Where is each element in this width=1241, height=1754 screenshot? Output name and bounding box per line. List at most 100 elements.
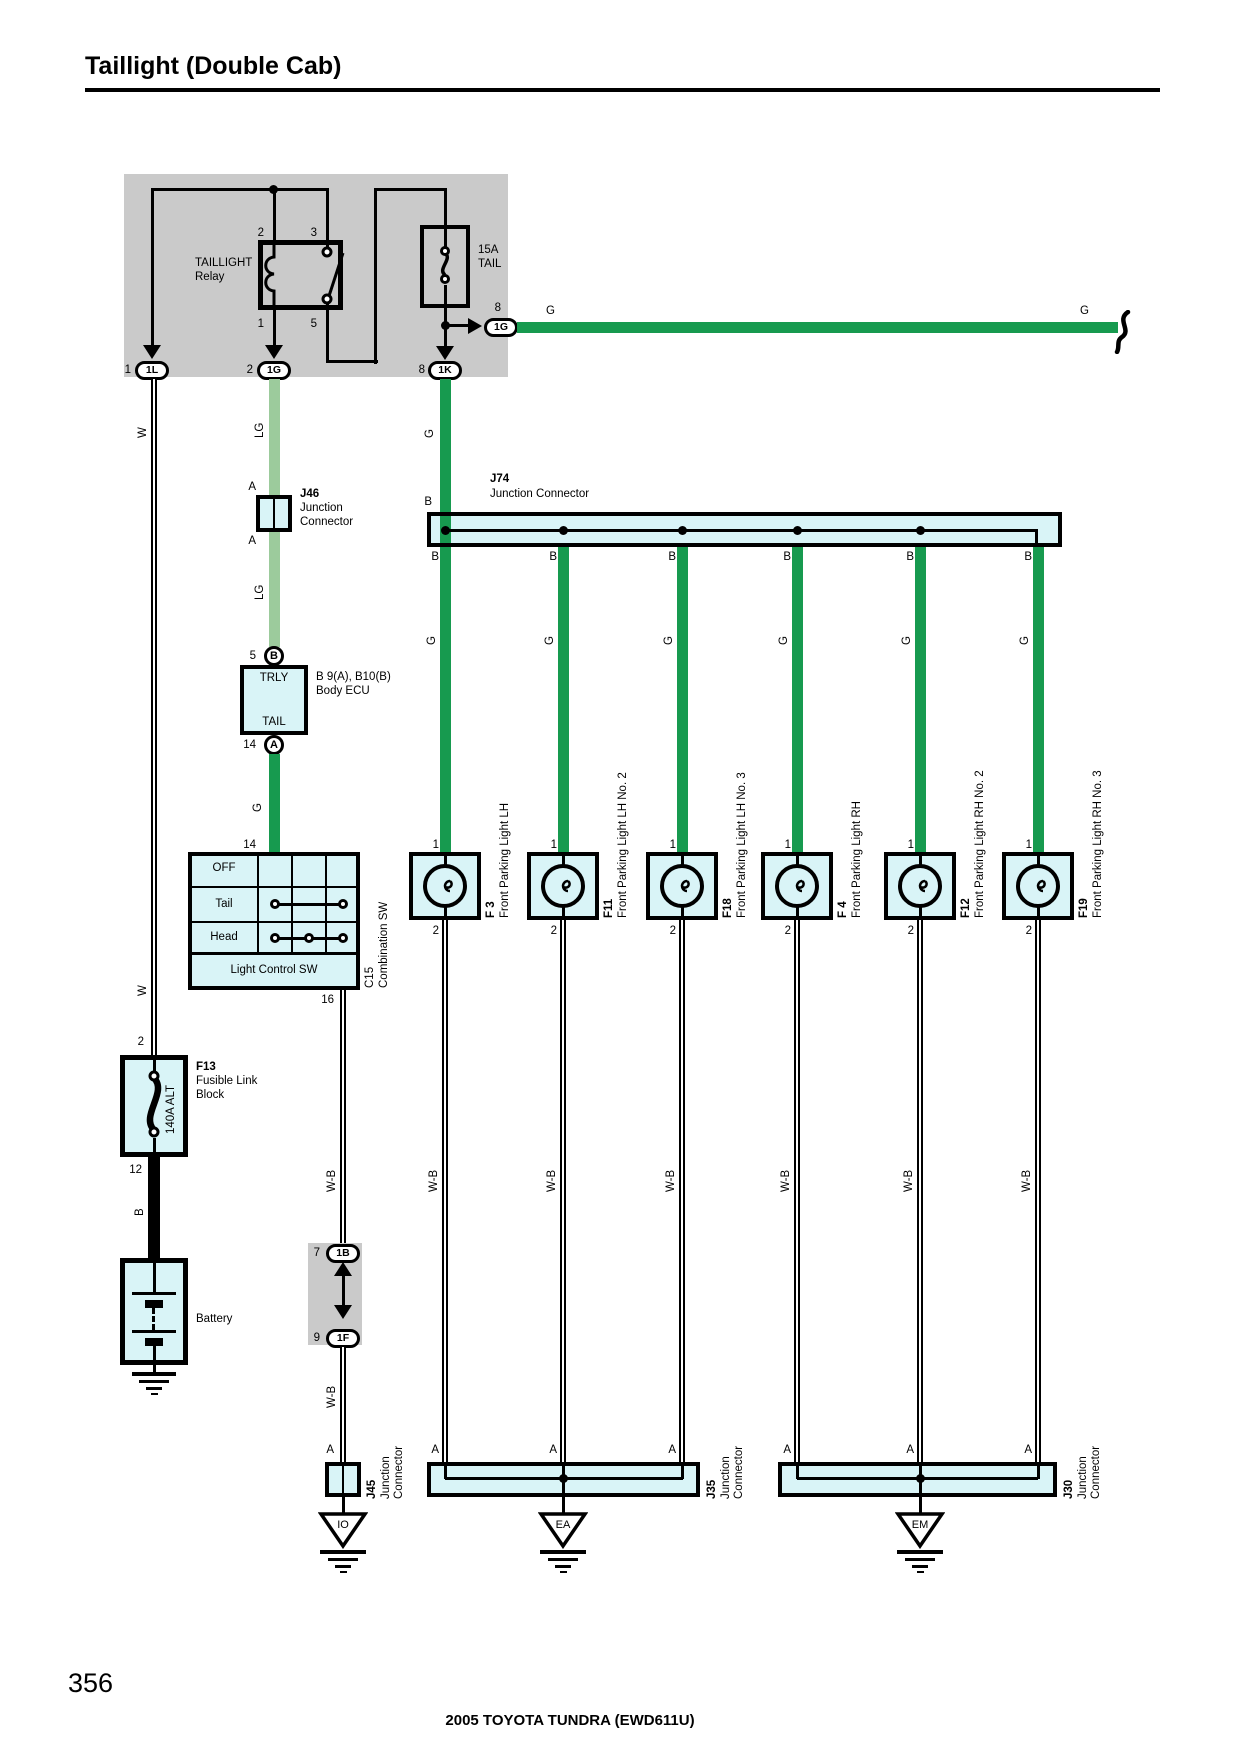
bulb-filament-icon	[1036, 879, 1046, 893]
ground-io-label: IO	[337, 1519, 349, 1531]
ecu-pin-5: 5	[249, 650, 256, 662]
connector-1k: 1K	[428, 360, 462, 380]
wb-wire	[794, 920, 800, 1462]
ground-pin-a: A	[431, 1444, 439, 1456]
ground-io: IO	[318, 1512, 368, 1549]
battery-plate-short	[145, 1338, 163, 1346]
c15-side-label: C15 Combination SW	[364, 902, 391, 988]
b-wire	[148, 1157, 160, 1258]
relay-pin-3: 3	[310, 227, 317, 239]
connector-arrow-up	[334, 1262, 352, 1276]
bulb-lead	[1036, 906, 1040, 920]
fuse-icon	[440, 246, 450, 284]
bulb-lead	[443, 906, 447, 920]
bulb-name: Front Parking Light RH No. 3	[1091, 770, 1104, 918]
battery-lead	[152, 1346, 156, 1365]
bulb-id: F11	[603, 898, 615, 918]
junction-dot	[440, 525, 450, 535]
switch-row-head: Head	[210, 931, 238, 943]
ecu-terminal-b: B	[264, 646, 284, 666]
switch-row-tail: Tail	[215, 898, 233, 910]
fuse-label: 15A TAIL	[478, 244, 502, 270]
j30-id: J30	[1063, 1479, 1075, 1499]
wire-label-g: G	[663, 636, 675, 645]
relay-pin-5: 5	[310, 318, 317, 330]
j30-lead	[1036, 1466, 1040, 1479]
bulb-filament-icon	[795, 879, 805, 893]
bulb-pin-1: 1	[1025, 839, 1032, 851]
wire-label-wb: W-B	[326, 1169, 338, 1192]
wb-wire	[340, 1347, 346, 1462]
wb-wire	[1035, 920, 1041, 1462]
wire-label-g: G	[544, 636, 556, 645]
contact-ring	[338, 933, 348, 943]
j74-outline	[427, 512, 1062, 547]
fl-lead	[152, 1138, 156, 1157]
j46-divider	[272, 495, 275, 532]
j35-id: J35	[706, 1479, 718, 1499]
wb-wire	[560, 920, 566, 1462]
wire-label-g: G	[901, 636, 913, 645]
g-wire	[557, 547, 569, 852]
ground-hatch	[548, 1557, 578, 1561]
ground-hatch	[897, 1550, 943, 1554]
bulb-side-label: F 3 Front Parking Light LH	[485, 803, 512, 918]
bulb-pin-1: 1	[669, 839, 676, 851]
wire-label-g: G	[778, 636, 790, 645]
bulb-lead	[795, 906, 799, 920]
wire-label-wb: W-B	[780, 1169, 792, 1192]
j35-lead	[443, 1466, 447, 1479]
ground-em-label: EM	[912, 1519, 929, 1531]
wire-break-icon	[1114, 310, 1131, 354]
wire-relay-pin1-drop	[272, 310, 276, 346]
wire-label-g-right: G	[1080, 305, 1089, 317]
contact-ring	[270, 933, 280, 943]
bulb-lead	[443, 852, 447, 866]
j74-pin-in: B	[424, 496, 432, 508]
page-title: Taillight (Double Cab)	[85, 52, 342, 80]
inline-wire	[341, 1274, 345, 1308]
f13-pin-2: 2	[137, 1036, 144, 1048]
bulb-lead	[918, 906, 922, 920]
wire-fuse-top	[443, 190, 447, 227]
j46-pin-bottom: A	[248, 535, 256, 547]
relay-switch-icon	[321, 246, 345, 305]
j74-name: Junction Connector	[490, 488, 590, 500]
bulb-pin-2: 2	[669, 925, 676, 937]
ground-ea: EA	[538, 1512, 588, 1549]
switch-row-off: OFF	[212, 862, 236, 874]
bulb-pin-2: 2	[432, 925, 439, 937]
wb-wire	[340, 990, 346, 1244]
junction-dot	[792, 525, 802, 535]
connector-arrow-right	[468, 317, 482, 334]
bulb-pin-2: 2	[1025, 925, 1032, 937]
table-line	[188, 952, 360, 955]
wire-label-wb: W-B	[903, 1169, 915, 1192]
ground-hatch	[139, 1379, 169, 1383]
wire-label-wb: W-B	[665, 1169, 677, 1192]
bulb-id: F19	[1078, 898, 1090, 918]
j46-pin-top: A	[248, 481, 256, 493]
j45-divider	[341, 1462, 344, 1497]
g-wire	[914, 547, 926, 852]
bulb-id: F 3	[485, 901, 497, 918]
ground-hatch	[146, 1386, 162, 1390]
bulb-id: F18	[722, 898, 734, 918]
f13-pin-12: 12	[129, 1164, 142, 1176]
j30-side-label: J30 Junction Connector	[1063, 1446, 1104, 1499]
ground-lead	[152, 1365, 156, 1372]
bulb-side-label: F11 Front Parking Light LH No. 2	[603, 772, 630, 918]
wb-wire	[442, 920, 448, 1462]
c15-pin-16: 16	[321, 994, 334, 1006]
pin-1l: 1	[124, 364, 131, 376]
ground-pin-a: A	[668, 1444, 676, 1456]
j74-pin-out: B	[668, 551, 676, 563]
ground-hatch	[328, 1557, 358, 1561]
j30-lead	[918, 1466, 922, 1479]
wire-label-g: G	[426, 636, 438, 645]
battery-lead	[152, 1258, 156, 1294]
wire-label-g-left: G	[546, 305, 555, 317]
bulb-filament-icon	[443, 879, 453, 893]
ecu-terminal-a: A	[264, 735, 284, 755]
j46-id: J46	[300, 488, 320, 500]
